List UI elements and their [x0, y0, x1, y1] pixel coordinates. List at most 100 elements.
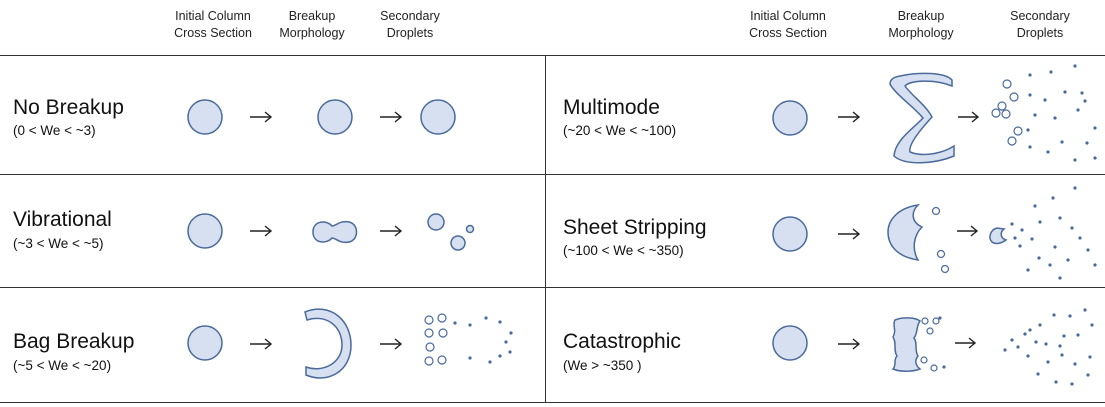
- fine-droplet: [1054, 380, 1058, 384]
- fine-droplet: [1058, 216, 1062, 220]
- fine-droplet: [1076, 108, 1080, 112]
- regime-name-bag-breakup: Bag Breakup: [13, 330, 135, 353]
- fine-droplet: [1052, 313, 1056, 317]
- arrow-icon: [250, 338, 273, 350]
- fine-droplet: [1058, 344, 1062, 348]
- fine-droplet: [1033, 113, 1037, 117]
- regime-name-sheet-stripping: Sheet Stripping: [563, 216, 707, 239]
- arrow-icon: [250, 225, 273, 237]
- secondary-droplet: [936, 249, 946, 259]
- fine-droplet: [468, 323, 472, 327]
- fine-droplet: [1034, 340, 1038, 344]
- arrow-icon: [250, 111, 273, 123]
- secondary-droplet: [991, 108, 1001, 118]
- secondary-droplet: [931, 206, 941, 216]
- catastrophic-fragmented-core: [891, 317, 922, 372]
- fine-droplet: [938, 316, 942, 320]
- fine-droplet: [453, 321, 457, 325]
- fine-droplet: [1018, 244, 1022, 248]
- secondary-droplet: [465, 224, 475, 234]
- fine-droplet: [1076, 333, 1080, 337]
- secondary-droplet: [424, 356, 434, 366]
- fine-droplet: [504, 340, 508, 344]
- fine-droplet: [1073, 186, 1077, 190]
- secondary-droplet: [1002, 79, 1012, 89]
- fine-droplet: [1010, 338, 1014, 342]
- fine-droplet: [1036, 372, 1040, 376]
- fine-droplet: [1028, 145, 1032, 149]
- fine-droplet: [1016, 345, 1020, 349]
- secondary-droplet: [438, 328, 448, 338]
- fine-droplet: [1083, 99, 1087, 103]
- fine-droplet: [1037, 256, 1041, 260]
- secondary-droplet: [932, 317, 940, 325]
- initial-column-circle: [187, 99, 223, 135]
- header-rule: [0, 55, 1105, 56]
- fine-droplet: [1068, 314, 1072, 318]
- fine-droplet: [1088, 355, 1092, 359]
- arrow-icon: [380, 111, 403, 123]
- fine-droplet: [1066, 258, 1070, 262]
- fine-droplet: [1028, 93, 1032, 97]
- fine-droplet: [1033, 204, 1037, 208]
- regime-range-no-breakup: (0 < We < ~3): [13, 123, 96, 138]
- fine-droplet: [1086, 373, 1090, 377]
- initial-column-circle: [772, 216, 808, 252]
- fine-droplet: [1023, 332, 1027, 336]
- fine-droplet: [1090, 323, 1094, 327]
- secondary-droplet: [424, 328, 434, 338]
- fine-droplet: [508, 350, 512, 354]
- fine-droplet: [468, 356, 472, 360]
- fine-droplet: [1060, 140, 1064, 144]
- regime-range-sheet-stripping: (~100 < We < ~350): [563, 243, 684, 258]
- secondary-droplet: [424, 315, 434, 325]
- fine-droplet: [1078, 236, 1082, 240]
- fine-droplet: [1020, 228, 1024, 232]
- fine-droplet: [498, 320, 502, 324]
- fine-droplet: [1028, 73, 1032, 77]
- fine-droplet: [1086, 248, 1090, 252]
- fine-droplet: [1038, 323, 1042, 327]
- fine-droplet: [1070, 226, 1074, 230]
- row-rule-1: [0, 174, 1105, 175]
- fine-droplet: [1026, 128, 1030, 132]
- fine-droplet: [484, 316, 488, 320]
- secondary-droplet: [926, 327, 934, 335]
- bottom-rule: [0, 402, 1105, 403]
- fine-droplet: [1038, 220, 1042, 224]
- fine-droplet: [1070, 382, 1074, 386]
- fine-droplet: [1028, 328, 1032, 332]
- secondary-droplet: [427, 213, 445, 231]
- regime-name-vibrational: Vibrational: [13, 208, 112, 231]
- regime-range-multimode: (~20 < We < ~100): [563, 123, 677, 138]
- fine-droplet: [1051, 196, 1055, 200]
- fine-droplet: [1053, 116, 1057, 120]
- fine-droplet: [1073, 64, 1077, 68]
- arrow-icon: [838, 228, 861, 240]
- secondary-droplet: [437, 355, 447, 365]
- fine-droplet: [1085, 141, 1089, 145]
- secondary-droplet: [940, 264, 950, 274]
- stripped-core-fragment: [989, 227, 1008, 245]
- bag-breakup-crescent: [304, 308, 352, 379]
- fine-droplet: [1049, 70, 1053, 74]
- initial-column-circle: [772, 325, 808, 361]
- secondary-droplet: [997, 101, 1007, 111]
- vibrational-peanut-shape: [312, 220, 358, 244]
- regime-name-catastrophic: Catastrophic: [563, 330, 681, 353]
- fine-droplet: [1030, 237, 1034, 241]
- undeformed-droplet-circle: [420, 99, 456, 135]
- arrow-icon: [958, 111, 980, 123]
- arrows: [250, 111, 980, 350]
- fine-droplet: [1093, 156, 1097, 160]
- secondary-droplet: [425, 342, 435, 352]
- fine-droplet: [1058, 276, 1062, 280]
- regime-name-no-breakup: No Breakup: [13, 96, 124, 119]
- secondary-droplet: [437, 313, 447, 323]
